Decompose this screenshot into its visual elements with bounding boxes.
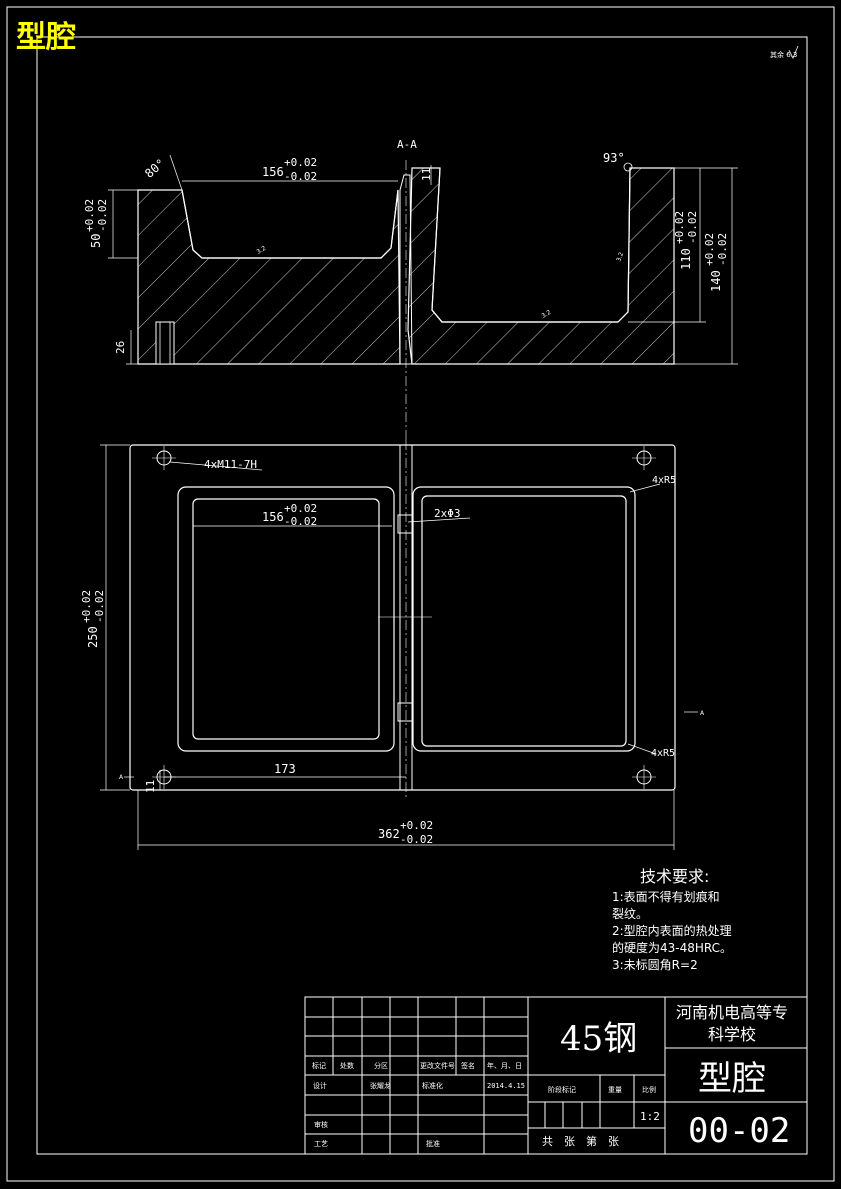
designer-name: 张耀龙 xyxy=(370,1081,391,1090)
sheet-count: 共 张 第 张 xyxy=(542,1134,619,1148)
rough-mark-1: 3.2 xyxy=(256,245,268,256)
label-chushu: 处数 xyxy=(340,1061,354,1070)
scale-value: 1:2 xyxy=(640,1110,660,1123)
angle-80: 80° xyxy=(142,156,168,181)
dim-250-tol-plus: +0.02 xyxy=(80,590,93,623)
dim-50-tol-plus: +0.02 xyxy=(83,199,96,232)
angle-93-marker xyxy=(623,162,633,172)
title-block xyxy=(304,996,808,1155)
left-cavity-outer xyxy=(177,486,395,752)
plan-view: 4xM11-7H 4xR5 4xR5 2xΦ3 156 +0.02 -0.02 … xyxy=(80,440,705,850)
label-biaozhunhua: 标准化 xyxy=(422,1081,443,1090)
label-shenhe: 审核 xyxy=(314,1120,328,1129)
dim-11-plan: 11 xyxy=(144,780,157,793)
dim-26: 26 xyxy=(114,341,127,354)
dim-250: 250 xyxy=(86,626,100,648)
right-cavity xyxy=(431,167,631,323)
hole-note: 2xΦ3 xyxy=(434,507,461,520)
dim-362: 362 xyxy=(378,827,400,841)
school-line1: 河南机电高等专 xyxy=(676,1003,788,1022)
label-pizhun: 批准 xyxy=(426,1139,440,1148)
leader-r5-top xyxy=(629,483,661,493)
leader-thread xyxy=(169,461,263,471)
dim-110-tol-plus: +0.02 xyxy=(673,211,686,244)
label-qianming: 签名 xyxy=(461,1061,475,1070)
part-name: 型腔 xyxy=(698,1059,766,1099)
title-block-labels: 标记 处数 分区 更改文件号 签名 年、月、日 设计 张耀龙 标准化 2014.… xyxy=(312,1061,660,1148)
tech-req-line4: 的硬度为43-48HRC。 xyxy=(612,940,732,955)
label-zhongliang: 重量 xyxy=(608,1086,622,1094)
angle-93: 93° xyxy=(603,151,625,165)
material: 45钢 xyxy=(560,1019,637,1059)
label-date: 年、月、日 xyxy=(487,1061,522,1070)
dim-156-plan: 156 xyxy=(262,510,284,524)
right-body xyxy=(407,167,675,365)
left-body xyxy=(137,189,401,365)
dim-250-tol-minus: -0.02 xyxy=(93,590,106,623)
design-date: 2014.4.15 xyxy=(487,1082,525,1090)
school-line2: 科学校 xyxy=(708,1025,756,1044)
tech-req-line3: 2:型腔内表面的热处理 xyxy=(612,923,732,938)
label-sheji: 设计 xyxy=(313,1081,327,1090)
section-label: A-A xyxy=(397,138,417,151)
left-cavity xyxy=(181,189,399,259)
tech-requirements: 技术要求: 1:表面不得有划痕和 裂纹。 2:型腔内表面的热处理 的硬度为43-… xyxy=(612,867,732,972)
label-fenqu: 分区 xyxy=(374,1061,388,1070)
pin-hole-bottom xyxy=(397,702,413,722)
corner-hole-tr xyxy=(632,446,656,470)
left-cavity-inner xyxy=(192,498,380,740)
dim-11-section: 11 xyxy=(420,168,433,181)
center-web xyxy=(399,174,413,365)
dim-156-section: 156 xyxy=(262,165,284,179)
dim-362-tol-minus: -0.02 xyxy=(400,833,433,846)
tech-req-line1: 1:表面不得有划痕和 xyxy=(612,889,720,904)
section-mark-left: A xyxy=(119,774,124,781)
pin-hole-top xyxy=(397,514,413,534)
dim-110: 110 xyxy=(679,248,693,270)
dim-140: 140 xyxy=(709,270,723,292)
dim-156-plan-tol-plus: +0.02 xyxy=(284,502,317,515)
section-mark-right: A xyxy=(700,710,705,717)
dim-156-plan-tol-minus: -0.02 xyxy=(284,515,317,528)
plan-outline xyxy=(129,444,676,791)
label-bili: 比例 xyxy=(642,1085,656,1094)
radius-note-bottom: 4xR5 xyxy=(651,748,675,759)
dim-156-section-tol-plus: +0.02 xyxy=(284,156,317,169)
leader-hole xyxy=(407,517,471,523)
radius-note-top: 4xR5 xyxy=(652,475,676,486)
dim-362-tol-plus: +0.02 xyxy=(400,819,433,832)
label-jieduan: 阶段标记 xyxy=(548,1085,576,1094)
dim-140-tol-plus: +0.02 xyxy=(703,233,716,266)
tech-req-line5: 3:未标圆角R=2 xyxy=(612,958,698,972)
thread-note: 4xM11-7H xyxy=(204,458,257,471)
dim-140-tol-minus: -0.02 xyxy=(716,233,729,266)
threaded-hole-section xyxy=(155,321,175,365)
label-biaoji: 标记 xyxy=(312,1061,326,1070)
tech-req-title: 技术要求: xyxy=(640,867,709,886)
roughness-icon xyxy=(788,45,799,59)
label-gengai: 更改文件号 xyxy=(420,1061,455,1070)
roughness-note: 其余 6.3 xyxy=(770,50,797,59)
dim-156-section-tol-minus: -0.02 xyxy=(284,170,317,183)
dim-50-tol-minus: -0.02 xyxy=(96,199,109,232)
leader-r5-bottom xyxy=(627,743,657,755)
sheet-title: 型腔 xyxy=(16,20,76,55)
right-cavity-inner xyxy=(421,495,627,747)
angle-leader xyxy=(169,154,183,191)
label-gongyi: 工艺 xyxy=(314,1140,328,1148)
drawing-number: 00-02 xyxy=(688,1111,790,1151)
dim-50: 50 xyxy=(89,234,103,248)
right-cavity-outer xyxy=(412,486,636,752)
corner-hole-tl xyxy=(152,446,176,470)
dim-173: 173 xyxy=(274,762,296,776)
outer-border xyxy=(6,6,835,1182)
section-view: A-A 156 +0.02 -0.02 80° 93° 50 +0.02 -0.… xyxy=(83,138,738,440)
rough-mark-2: 3.2 xyxy=(541,309,553,320)
dim-110-tol-minus: -0.02 xyxy=(686,211,699,244)
tech-req-line2: 裂纹。 xyxy=(612,907,648,921)
corner-hole-br xyxy=(632,765,656,789)
rough-mark-3: 3.2 xyxy=(615,251,625,263)
